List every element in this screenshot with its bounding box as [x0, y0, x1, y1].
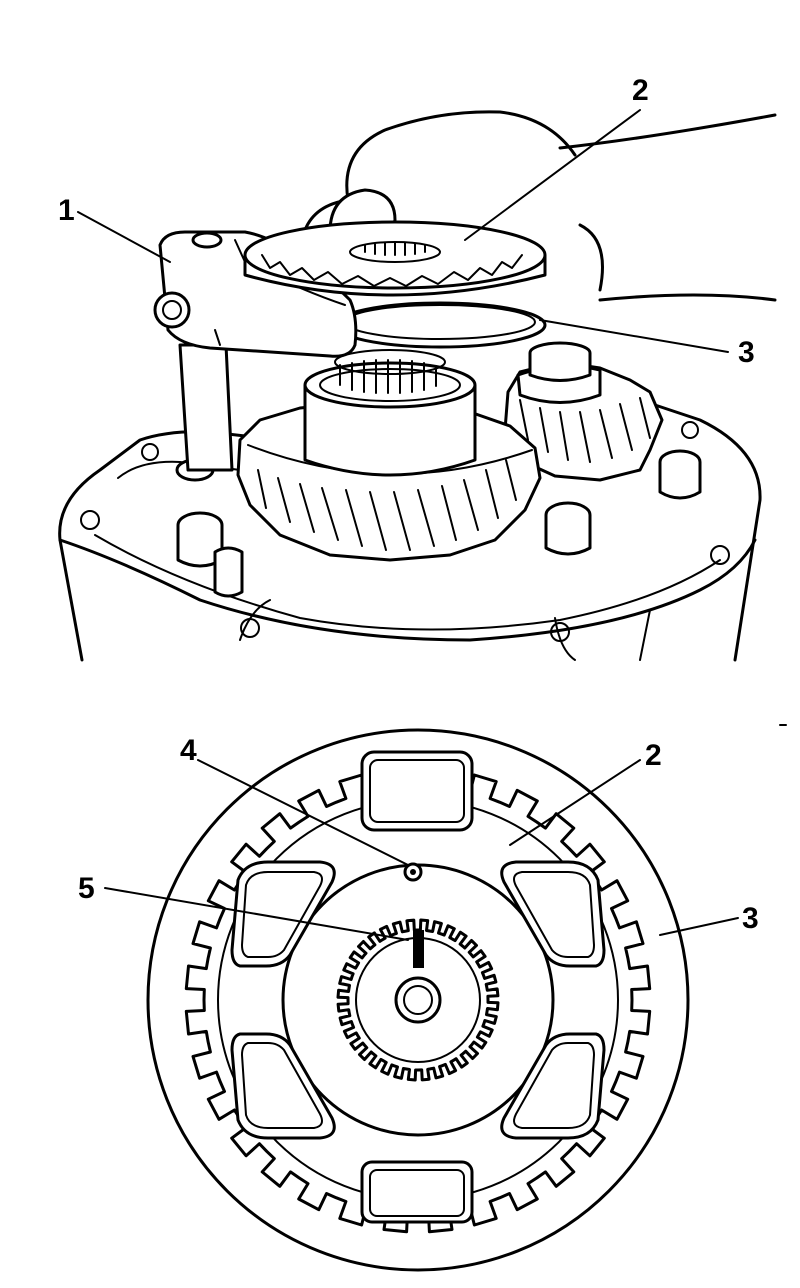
case-bolt [544, 501, 592, 556]
callout-5: 5 [78, 872, 95, 905]
main-helical-gear [236, 349, 542, 562]
alignment-mark [413, 930, 424, 968]
case-bolt [658, 449, 702, 500]
top-illustration: 1 2 3 [58, 74, 777, 662]
tool-shaft [178, 343, 234, 472]
callout-3: 3 [738, 336, 755, 369]
key-slot [360, 750, 474, 832]
leader-line [464, 109, 641, 241]
callout-4: 4 [180, 734, 197, 767]
center-bore-inner [403, 985, 433, 1015]
transmission-case [58, 398, 762, 662]
key-slot [230, 1032, 336, 1140]
leader-line [539, 319, 729, 353]
puller-tool [153, 230, 358, 358]
bottom-illustration: 4 2 5 3 [78, 728, 759, 1272]
key-slot [500, 1032, 606, 1140]
leader-line [659, 917, 739, 936]
countershaft-gear [503, 341, 664, 482]
synchronizer-hub [243, 220, 547, 297]
leader-line [197, 759, 409, 866]
synchronizer-ring [333, 301, 547, 349]
key-slot [230, 860, 336, 968]
index-mark-dot [410, 869, 416, 875]
center-bore-outer [394, 976, 442, 1024]
callout-1: 1 [58, 194, 75, 227]
callout-3: 3 [742, 902, 759, 935]
leader-line [77, 211, 171, 263]
callout-2: 2 [645, 739, 662, 772]
key-slot [500, 860, 606, 968]
leader-line [509, 759, 641, 846]
leader-line [104, 887, 409, 941]
callout-2: 2 [632, 74, 649, 107]
key-slot [360, 1160, 474, 1224]
